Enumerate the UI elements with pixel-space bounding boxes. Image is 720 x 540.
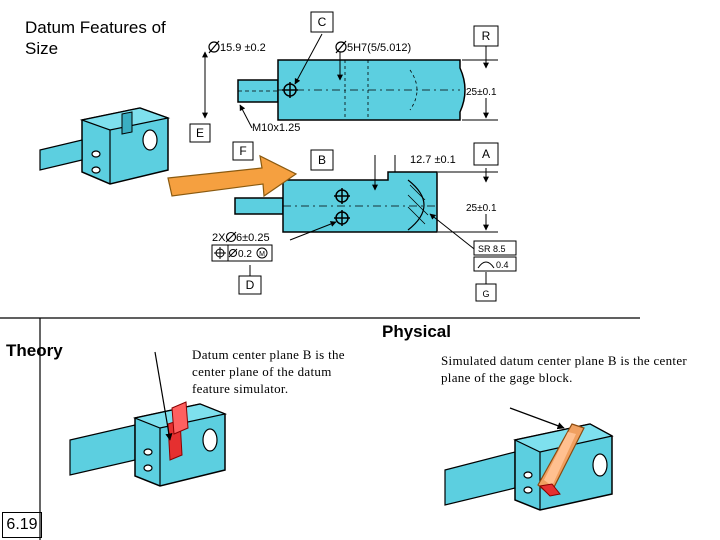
- dim-length-top: 25±0.1: [466, 87, 497, 98]
- top-dimensions: [202, 33, 498, 129]
- iso-part-physical: [444, 407, 614, 511]
- svg-text:C: C: [318, 15, 327, 29]
- slide-title: Datum Features of Size: [25, 18, 166, 58]
- svg-text:R: R: [482, 29, 491, 43]
- holes-count: 2X: [212, 232, 226, 244]
- sr-label: SR 8.5: [478, 244, 506, 254]
- dim-diameter-2: 5H7(5/5.012): [347, 42, 411, 54]
- fcf-tolerance: 0.2: [238, 249, 252, 260]
- svg-text:D: D: [246, 278, 255, 292]
- mid-view-part: [234, 171, 438, 233]
- top-view-part: [237, 59, 466, 121]
- holes-size: 6±0.25: [236, 232, 270, 244]
- physical-caption: Simulated datum center plane B is the ce…: [441, 353, 688, 385]
- datum-d-box: D: [238, 275, 262, 295]
- svg-text:E: E: [196, 126, 204, 140]
- iso-part-theory: [69, 351, 228, 487]
- datum-c-box: C: [310, 11, 334, 33]
- diameter-symbol-2: [335, 40, 347, 54]
- theory-caption: Datum center plane B is the center plane…: [192, 347, 345, 396]
- datum-r-box: R: [473, 25, 499, 47]
- sr-tolerance: 0.4: [496, 260, 509, 270]
- diameter-symbol-3: [225, 231, 237, 243]
- datum-e-box: E: [189, 123, 211, 143]
- diameter-symbol-1: [208, 40, 220, 54]
- thread-callout: M10x1.25: [252, 122, 300, 134]
- page-number: 6.19: [2, 512, 42, 538]
- theory-label: Theory: [6, 341, 63, 360]
- dim-length-bottom: 25±0.1: [466, 203, 497, 214]
- svg-text:G: G: [482, 289, 489, 299]
- datum-g-box: G: [475, 283, 497, 302]
- feature-control-frame: M: [211, 244, 273, 262]
- svg-text:B: B: [318, 153, 326, 167]
- dim-diameter-1: 15.9 ±0.2: [220, 42, 266, 54]
- sr-callout: [473, 240, 517, 272]
- datum-b-box: B: [310, 149, 334, 171]
- iso-part-top: [39, 107, 171, 185]
- mid-dimensions: [249, 155, 498, 284]
- mmc-symbol: M: [259, 251, 265, 258]
- svg-text:A: A: [482, 147, 490, 161]
- datum-f-box: F: [232, 141, 254, 161]
- physical-label: Physical: [382, 322, 451, 341]
- transition-arrow: [167, 154, 298, 198]
- svg-text:F: F: [239, 144, 246, 158]
- dim-width: 12.7 ±0.1: [410, 154, 456, 166]
- datum-a-box: A: [473, 142, 499, 166]
